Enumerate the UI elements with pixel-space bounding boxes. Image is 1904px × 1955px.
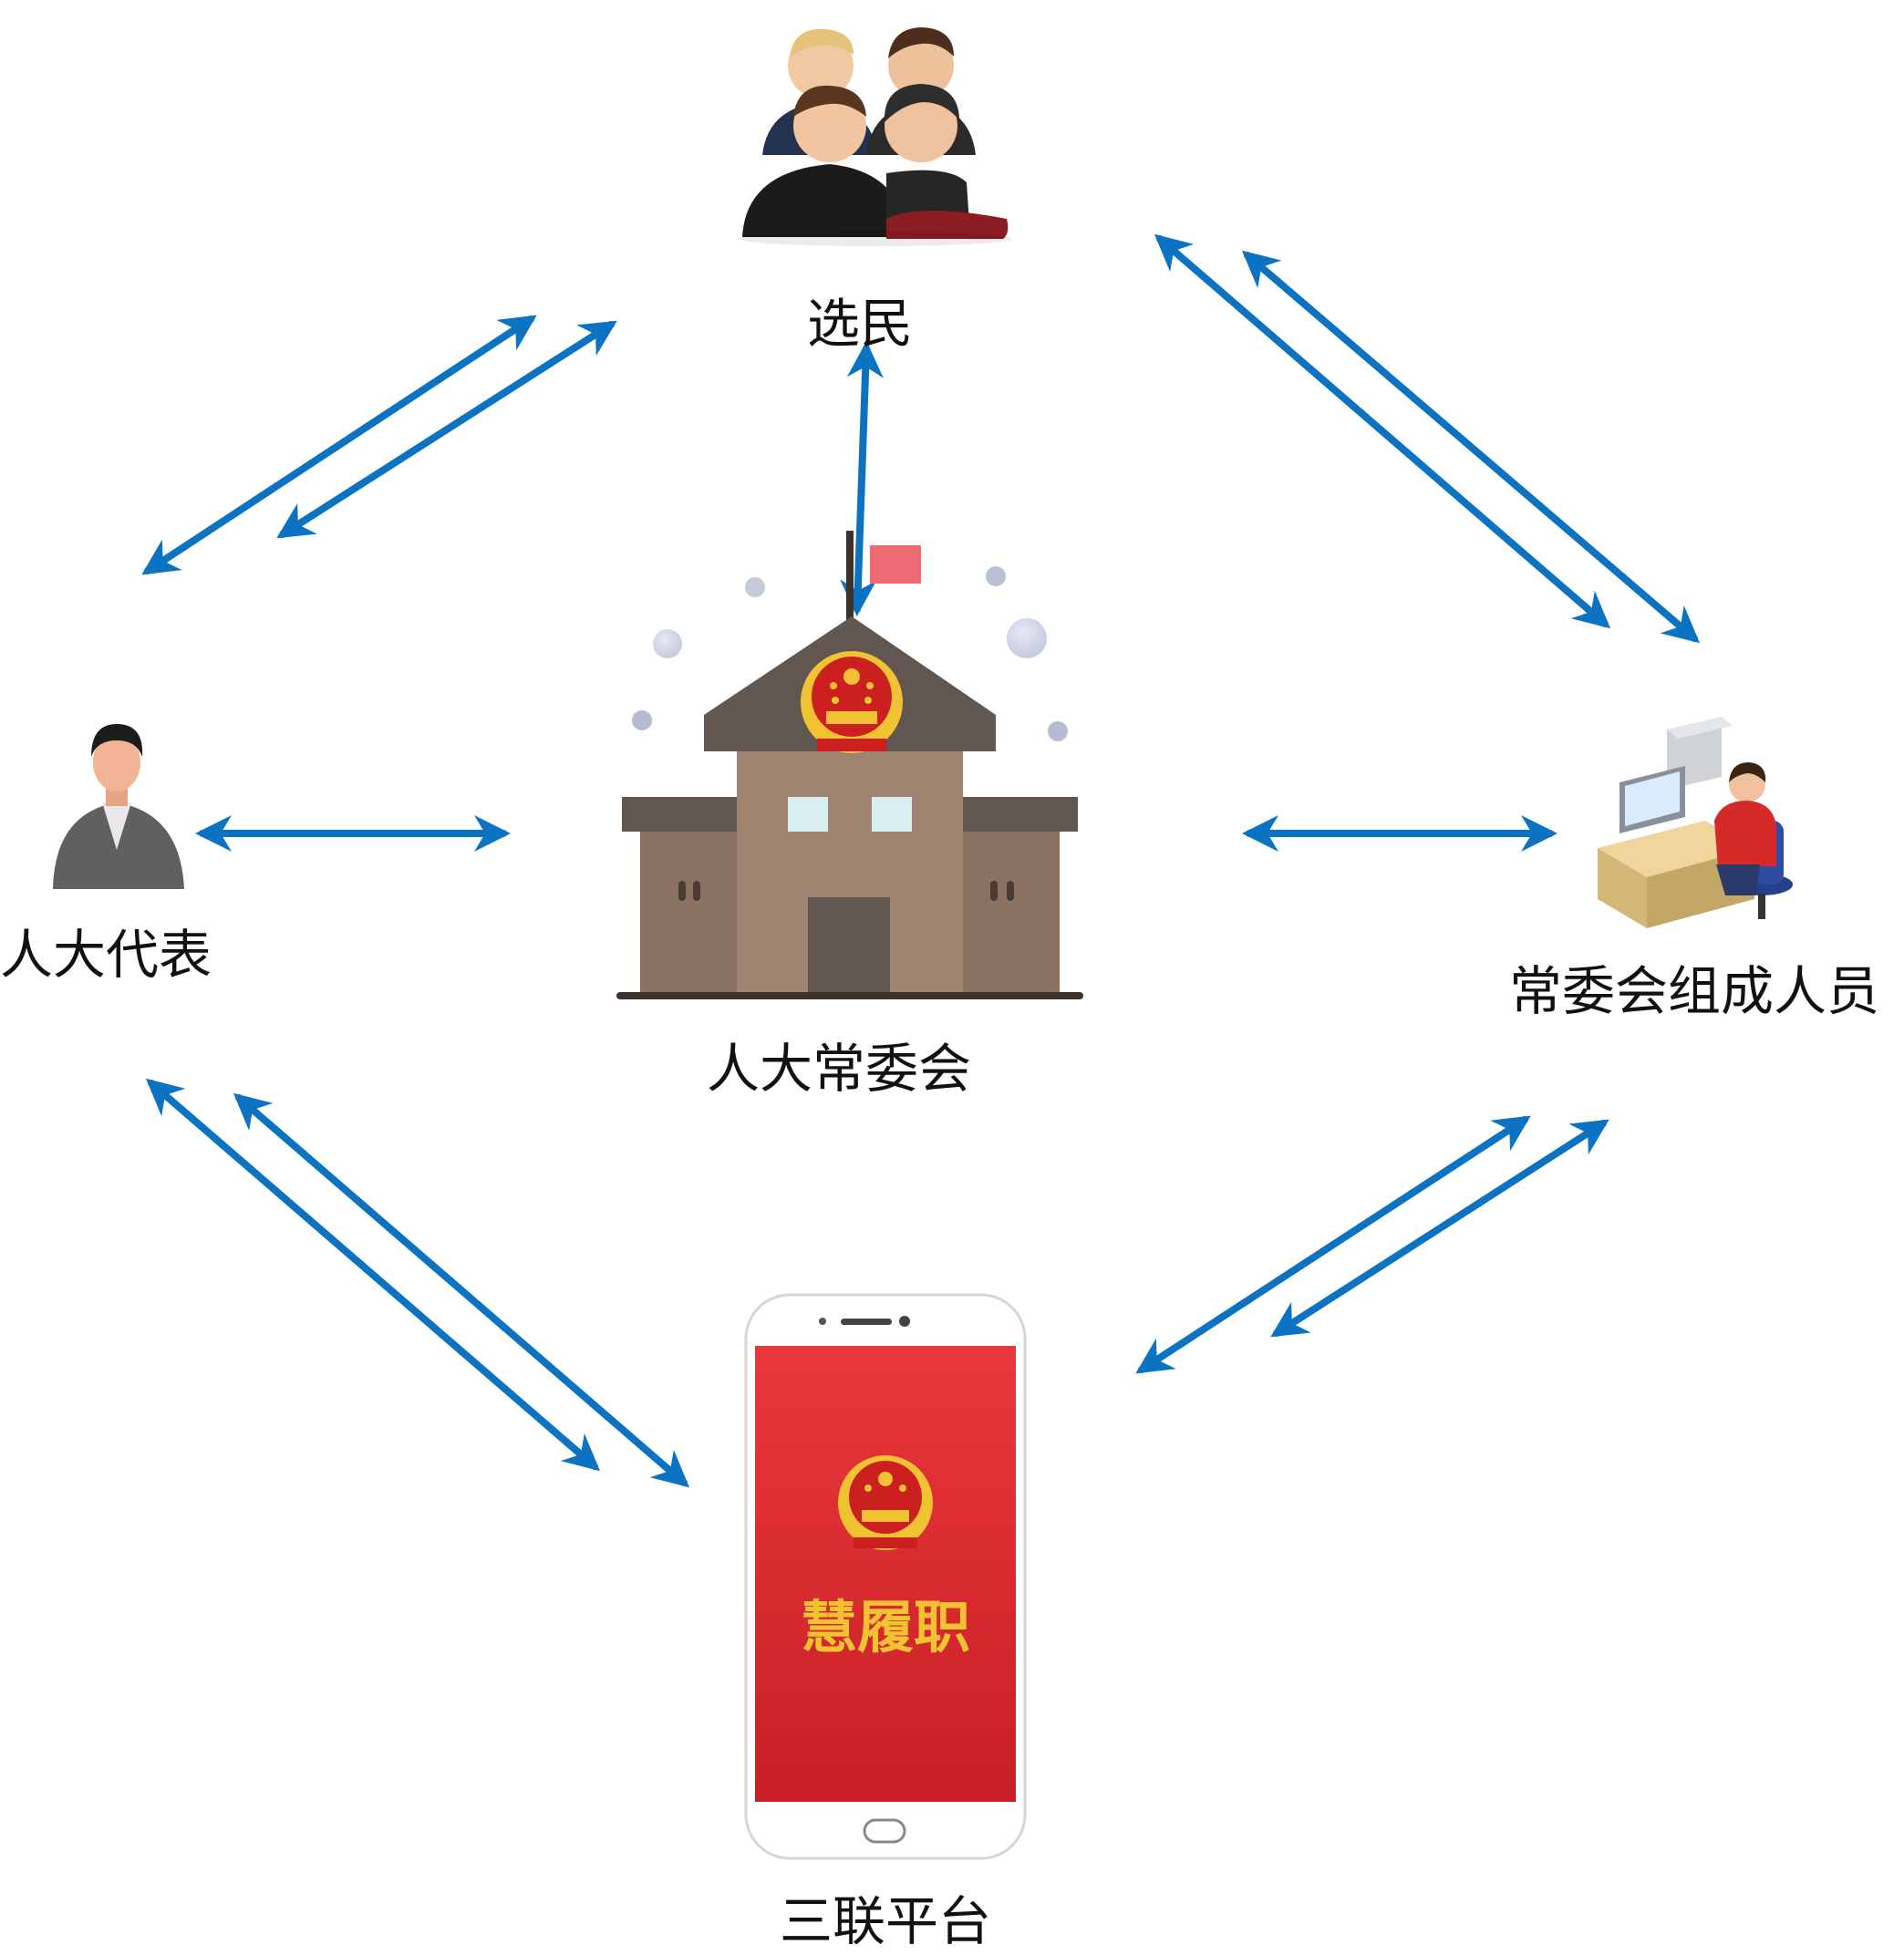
deputy-label: 人大代表 (0, 924, 212, 986)
deputy-person-icon (53, 724, 184, 889)
arrow-voters-members-2 (1241, 250, 1701, 644)
voters-group-icon (739, 27, 1012, 246)
app-name-label: 慧履职 (801, 1594, 970, 1660)
congress-label: 人大常委会 (707, 1038, 972, 1100)
arrow-members-platform-2 (1270, 1119, 1609, 1338)
smartphone-icon (744, 1293, 1027, 1860)
office-worker-icon (1598, 717, 1793, 928)
voters-label: 选民 (807, 293, 914, 355)
arrow-voters-deputy-2 (276, 320, 617, 539)
arrows (141, 233, 1701, 1488)
members-label: 常委会组成人员 (1509, 960, 1880, 1022)
arrow-voters-deputy-1 (141, 315, 537, 575)
arrow-congress-voters (840, 341, 884, 616)
congress-building-icon (616, 531, 1083, 999)
platform-label: 三联平台 (780, 1890, 992, 1952)
arrow-members-platform-1 (1135, 1115, 1531, 1374)
arrow-deputy-platform-2 (233, 1092, 690, 1488)
arrow-deputy-platform-1 (145, 1078, 601, 1472)
arrow-voters-members-1 (1154, 233, 1611, 629)
